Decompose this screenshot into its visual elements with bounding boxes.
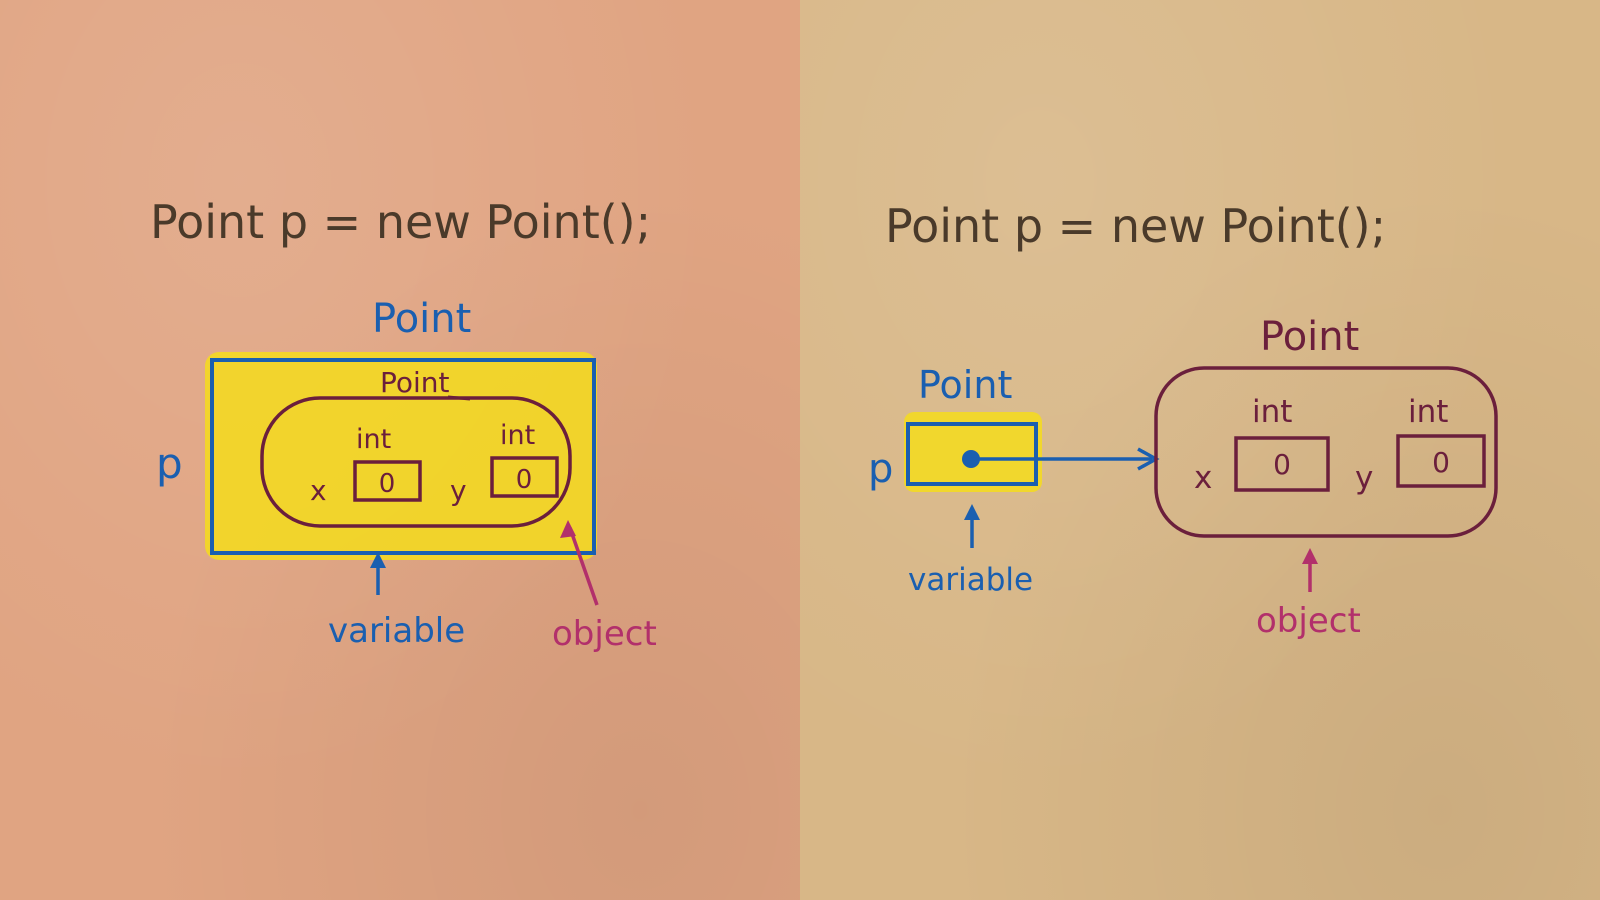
right-diagram: Point p = new Point(); Point p variable …	[868, 199, 1498, 641]
object-type-label: Point	[1260, 314, 1359, 360]
object-arrowhead	[560, 520, 576, 538]
object-outline	[1154, 366, 1498, 538]
field-x-value: 0	[1273, 448, 1291, 481]
right-panel-reference-semantics: Point p = new Point(); Point p variable …	[800, 0, 1600, 900]
variable-caption: variable	[328, 611, 465, 651]
field-y-name: y	[1355, 460, 1373, 496]
field-y-value: 0	[516, 465, 533, 495]
object-type-label: Point	[380, 366, 450, 399]
left-panel-value-semantics: Point p = new Point(); Point p Point int…	[0, 0, 800, 900]
field-x-box	[353, 460, 422, 502]
code-line: Point p = new Point();	[885, 199, 1386, 253]
variable-arrowhead	[964, 504, 980, 520]
variable-type-label: Point	[372, 296, 471, 342]
code-line: Point p = new Point();	[150, 195, 651, 249]
left-diagram: Point p = new Point(); Point p Point int…	[150, 195, 657, 654]
field-x-name: x	[310, 474, 327, 507]
object-caption: object	[552, 614, 657, 654]
variable-name-label: p	[156, 439, 183, 488]
object-arrowhead	[1302, 548, 1318, 564]
field-x-name: x	[1194, 460, 1212, 496]
variable-name-label: p	[868, 446, 893, 492]
field-y-box	[1396, 434, 1486, 488]
variable-arrowhead	[370, 552, 386, 568]
field-y-value: 0	[1432, 446, 1450, 479]
field-x-type: int	[356, 424, 391, 455]
object-arrow	[568, 527, 599, 606]
field-y-type: int	[500, 420, 535, 451]
object-caption: object	[1256, 601, 1361, 641]
field-y-box	[490, 456, 559, 498]
field-x-value: 0	[379, 469, 396, 499]
object-outline	[260, 396, 572, 528]
field-x-type: int	[1252, 394, 1292, 430]
variable-box	[210, 358, 596, 555]
field-y-type: int	[1408, 394, 1448, 430]
field-y-name: y	[450, 474, 467, 507]
variable-type-label: Point	[918, 363, 1012, 407]
field-x-box	[1234, 436, 1330, 492]
variable-highlight	[205, 352, 597, 560]
variable-box	[906, 422, 1038, 486]
variable-caption: variable	[908, 562, 1033, 598]
